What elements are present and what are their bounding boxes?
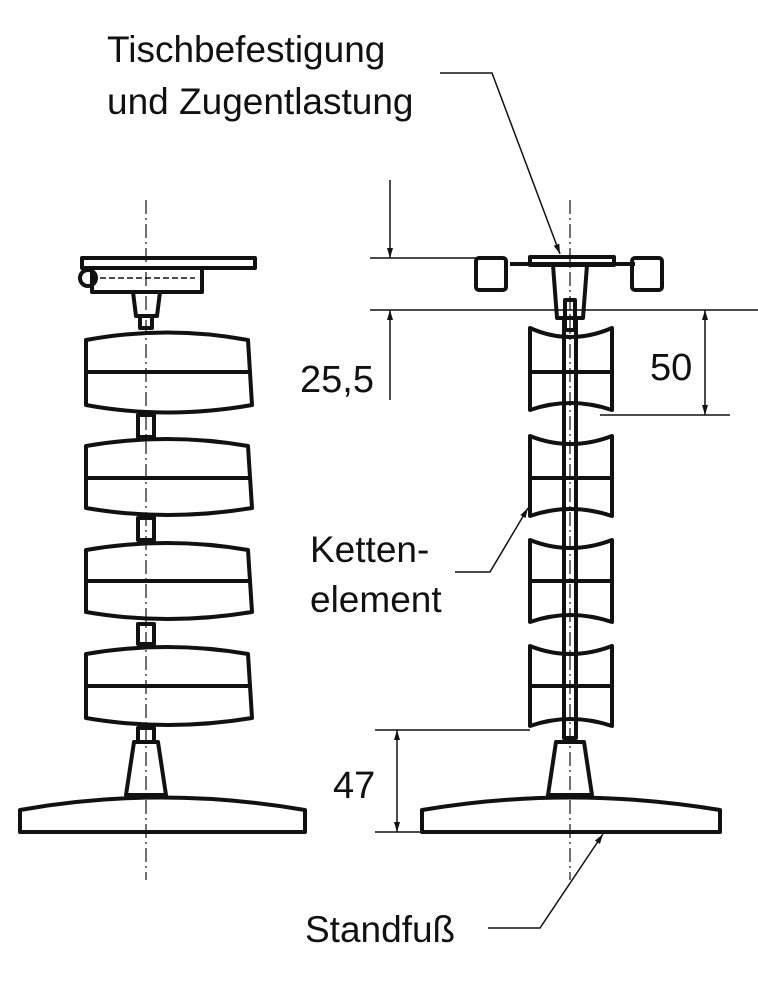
dimension-value: 50: [650, 347, 692, 389]
table-mount: [474, 255, 664, 332]
table-mount: [78, 256, 257, 330]
svg-text:Standfuß: Standfuß: [305, 909, 455, 950]
label-chain-element: Ketten- element: [310, 507, 529, 620]
chain-element: [528, 644, 614, 728]
base-foot: [18, 740, 307, 834]
dimension-element-pitch: 50: [600, 310, 730, 416]
label-table-mount: Tischbefestigung und Zugentlastung: [107, 29, 561, 255]
chain-element: [84, 541, 254, 646]
label-base: Standfuß: [305, 833, 604, 950]
dimension-value: 47: [333, 765, 375, 807]
side-view-right: [420, 200, 722, 880]
chain-element: [84, 437, 254, 542]
chain-element: [84, 645, 254, 744]
dimension-mount-height: 25,5: [300, 180, 758, 401]
chain-elements: [84, 330, 254, 744]
chain-element: [528, 434, 614, 518]
leader-line: [455, 507, 529, 573]
svg-text:und Zugentlastung: und Zugentlastung: [107, 81, 414, 122]
chain-element: [528, 538, 614, 624]
side-view-left: [18, 200, 307, 880]
chain-element: [528, 326, 614, 412]
leader-line: [488, 833, 604, 929]
chain-spine: [562, 316, 578, 740]
base-foot: [420, 740, 722, 834]
dimension-base-height: 47: [333, 729, 530, 833]
svg-text:Tischbefestigung: Tischbefestigung: [107, 29, 385, 70]
chain-element: [84, 330, 254, 439]
leader-line: [440, 72, 561, 255]
svg-text:element: element: [310, 579, 442, 620]
dimension-value: 25,5: [300, 359, 374, 401]
chain-elements: [528, 316, 614, 740]
svg-text:Ketten-: Ketten-: [310, 529, 429, 570]
